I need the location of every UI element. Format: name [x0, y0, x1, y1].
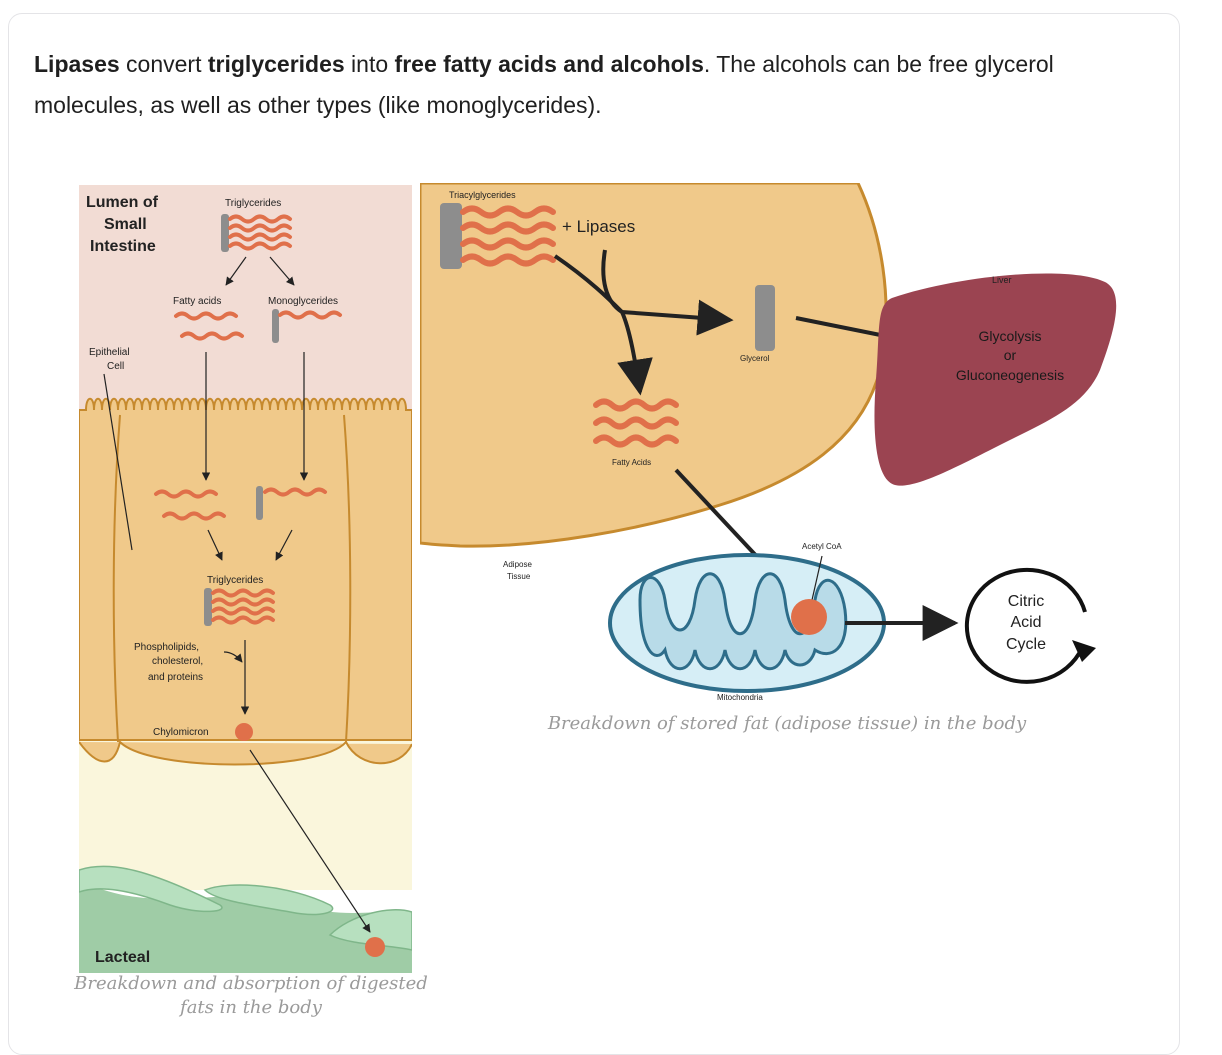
triglyceride-molecule-mid — [204, 588, 275, 626]
absorbed-monoglyceride — [256, 486, 327, 520]
citric-label-line2: Acid — [1010, 614, 1041, 631]
epithelial-pointer — [103, 373, 133, 551]
products-term: free fatty acids and alcohols — [394, 51, 704, 77]
triglycerides-top-label: Triglycerides — [225, 198, 281, 209]
liver-label: Liver — [992, 275, 1012, 285]
fatty-acids-label: Fatty acids — [173, 296, 221, 307]
adipose-label-line1: Adipose — [503, 560, 532, 569]
or-label: or — [1004, 347, 1017, 363]
intro-text-3: . The alcohols can be free glycerol mole… — [34, 51, 1054, 118]
triglyceride-molecule-top — [221, 214, 292, 252]
glycerol-molecule — [755, 285, 775, 351]
glycerol-label: Glycerol — [740, 354, 770, 363]
intro-text-2: into — [344, 51, 395, 77]
triacylglyceride-molecule — [440, 203, 556, 269]
citric-label-line1: Citric — [1008, 593, 1044, 610]
phospholipids-label-line1: Phospholipids, — [134, 642, 199, 653]
mitochondria — [608, 553, 886, 693]
absorbed-fatty-acids — [154, 489, 226, 521]
mitochondria-label: Mitochondria — [717, 693, 763, 702]
chylomicron-particle — [235, 723, 253, 741]
chylomicron-label: Chylomicron — [153, 727, 209, 738]
acetyl-coa-particle — [791, 599, 827, 635]
left-caption-line1: Breakdown and absorption of digested — [73, 973, 428, 994]
lumen-label-line1: Lumen of — [86, 194, 159, 211]
epithelial-label-line1: Epithelial — [89, 347, 130, 358]
monoglyceride-molecule — [272, 309, 342, 343]
lipases-term: Lipases — [34, 51, 120, 77]
fatty-acids-adipose-label: Fatty Acids — [612, 458, 651, 467]
digestion-diagram: Lumen of Small Intestine Triglycerides F… — [73, 183, 1117, 1018]
fatty-acid-chains-adipose — [593, 398, 679, 448]
intro-text-1: convert — [119, 51, 208, 77]
glycolysis-label: Glycolysis — [978, 328, 1041, 344]
lacteal-chylomicron — [365, 937, 385, 957]
lacteal-label: Lacteal — [95, 949, 150, 966]
adipose-cell — [420, 183, 888, 548]
acetyl-coa-label: Acetyl CoA — [802, 542, 842, 551]
right-caption: Breakdown of stored fat (adipose tissue)… — [547, 713, 1027, 734]
lacteal-region — [79, 880, 412, 973]
adipose-figure — [420, 183, 888, 548]
epithelial-label-line2: Cell — [107, 361, 124, 372]
triacylglycerides-label: Triacylglycerides — [449, 190, 516, 200]
gluconeogenesis-label: Gluconeogenesis — [956, 367, 1064, 383]
lipases-label: + Lipases — [562, 217, 635, 236]
phospholipids-label-line3: and proteins — [148, 672, 203, 683]
left-caption-line2: fats in the body — [178, 997, 323, 1018]
lumen-label-line3: Intestine — [90, 238, 156, 255]
phospholipids-label-line2: cholesterol, — [152, 656, 203, 667]
citric-label-line3: Cycle — [1006, 636, 1046, 653]
monoglycerides-label: Monoglycerides — [268, 296, 338, 307]
citric-cycle-arrowhead — [1072, 640, 1096, 662]
intro-paragraph: Lipases convert triglycerides into free … — [34, 44, 1144, 126]
acetyl-pointer — [811, 555, 823, 601]
fatty-acid-arrow — [601, 249, 653, 396]
lumen-label-line2: Small — [104, 216, 147, 233]
epithelial-cells — [79, 397, 412, 741]
liver-organ — [874, 273, 1117, 486]
adipose-label-line2: Tissue — [507, 572, 531, 581]
triglycerides-mid-label: Triglycerides — [207, 575, 263, 586]
triglycerides-term: triglycerides — [207, 51, 345, 77]
fatty-acid-chains — [174, 311, 244, 341]
citric-cycle-ring — [964, 567, 1087, 684]
